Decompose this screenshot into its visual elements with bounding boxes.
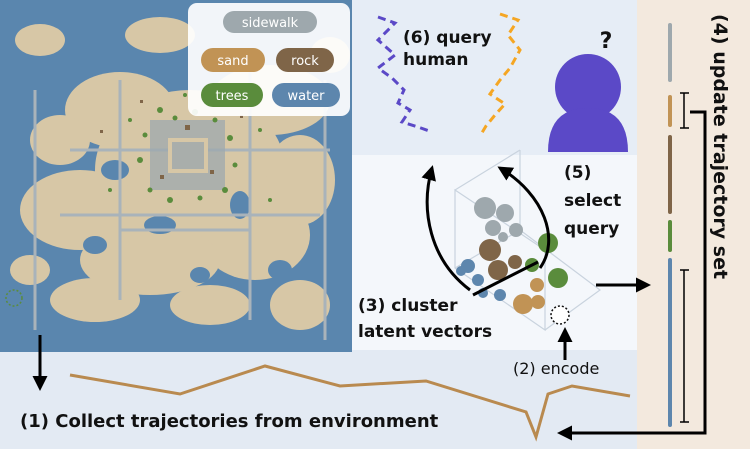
- step-1-label: (1) Collect trajectories from environmen…: [20, 411, 439, 432]
- legend-sand-pill: [201, 48, 265, 72]
- legend-rock-pill: [276, 48, 334, 72]
- legend-sidewalk-pill: [223, 11, 317, 33]
- arrow-cross: [472, 260, 539, 297]
- step-2-label: (2) encode: [513, 359, 599, 378]
- legend-sand-label: sand: [217, 54, 248, 69]
- trajectory-a-dashed: [375, 15, 433, 134]
- update-panel: [637, 0, 750, 449]
- map-water-pools: [83, 160, 292, 283]
- map-marker: [5, 289, 23, 307]
- step-6-line1: (6) query: [403, 28, 492, 48]
- legend-rock-label: rock: [291, 54, 319, 69]
- step-3-line2: latent vectors: [358, 322, 492, 342]
- step-5-line2: select: [564, 191, 621, 211]
- step-5-line1: (5): [564, 163, 591, 183]
- set-brackets: [680, 92, 689, 423]
- arrow-update-loop: [557, 110, 707, 441]
- legend-sidewalk-label: sidewalk: [242, 16, 299, 31]
- legend-trees-label: trees: [216, 89, 249, 104]
- map-sidewalks: [150, 120, 225, 190]
- step-3-line1: (3) cluster: [358, 296, 458, 316]
- legend-water-pill: [272, 83, 340, 107]
- trajectory-b-dashed: [478, 12, 522, 137]
- step-4-label: (4) update trajectory set: [709, 14, 731, 279]
- step-5-line3: query: [564, 219, 619, 239]
- question-mark: ?: [600, 29, 613, 54]
- arrow-select-right: [497, 166, 551, 269]
- human-icon: [548, 54, 628, 152]
- legend-water-label: water: [287, 89, 325, 104]
- collected-trajectory: [69, 364, 631, 442]
- map-rocks: [100, 100, 243, 179]
- step-6-line2: human: [403, 50, 469, 70]
- legend: sidewalk sand rock trees water: [201, 11, 340, 107]
- arrow-select-left: [421, 165, 471, 292]
- legend-trees-pill: [201, 83, 263, 107]
- new-sample-point: [550, 305, 570, 325]
